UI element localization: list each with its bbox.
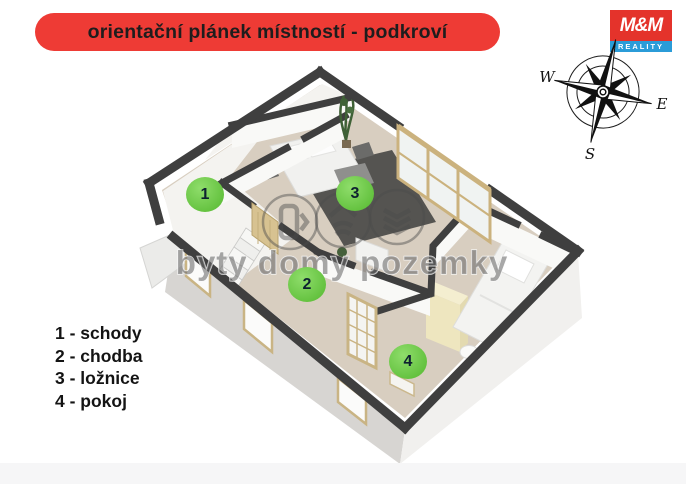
byty-icon [278, 203, 300, 241]
legend: 1 - schody 2 - chodba 3 - ložnice 4 - po… [55, 322, 143, 412]
exterior-walls [142, 65, 585, 435]
legend-item: 3 - ložnice [55, 368, 140, 388]
watermark-text: byty domy pozemky [176, 244, 508, 281]
logo-banner: REALITY [610, 41, 672, 52]
mm-reality-logo: M&M REALITY [610, 10, 672, 52]
bottom-strip [0, 463, 686, 484]
facade-right [400, 253, 582, 464]
compass-rose: W E S [539, 39, 668, 163]
byty-arrow-icon [299, 212, 310, 232]
logo-name: M&M [619, 14, 663, 36]
room4-furniture [389, 240, 549, 398]
page-title: orientační plánek místností - podkroví [87, 20, 448, 43]
room-marker-4: 4 [389, 344, 427, 379]
logo-subtitle: REALITY [617, 42, 665, 51]
plant [339, 95, 355, 148]
glazed-door [346, 291, 378, 371]
legend-item: 4 - pokoj [55, 390, 127, 411]
logo-mark: M&M [610, 10, 672, 41]
compass-south-label: S [585, 145, 595, 163]
legend-item: 1 - schody [55, 323, 142, 343]
pozemky-icon [382, 208, 412, 220]
compass-east-label: E [656, 95, 668, 113]
compass-west-label: W [539, 68, 556, 86]
room-marker-2: 2 [288, 267, 326, 302]
title-banner: orientační plánek místností - podkroví [35, 13, 500, 51]
watermark: byty domy pozemky [175, 188, 508, 282]
large-window [396, 123, 492, 245]
room-marker-3: 3 [336, 176, 374, 211]
legend-item: 2 - chodba [55, 345, 143, 366]
room-marker-1: 1 [186, 177, 224, 212]
hall-door [251, 202, 279, 255]
